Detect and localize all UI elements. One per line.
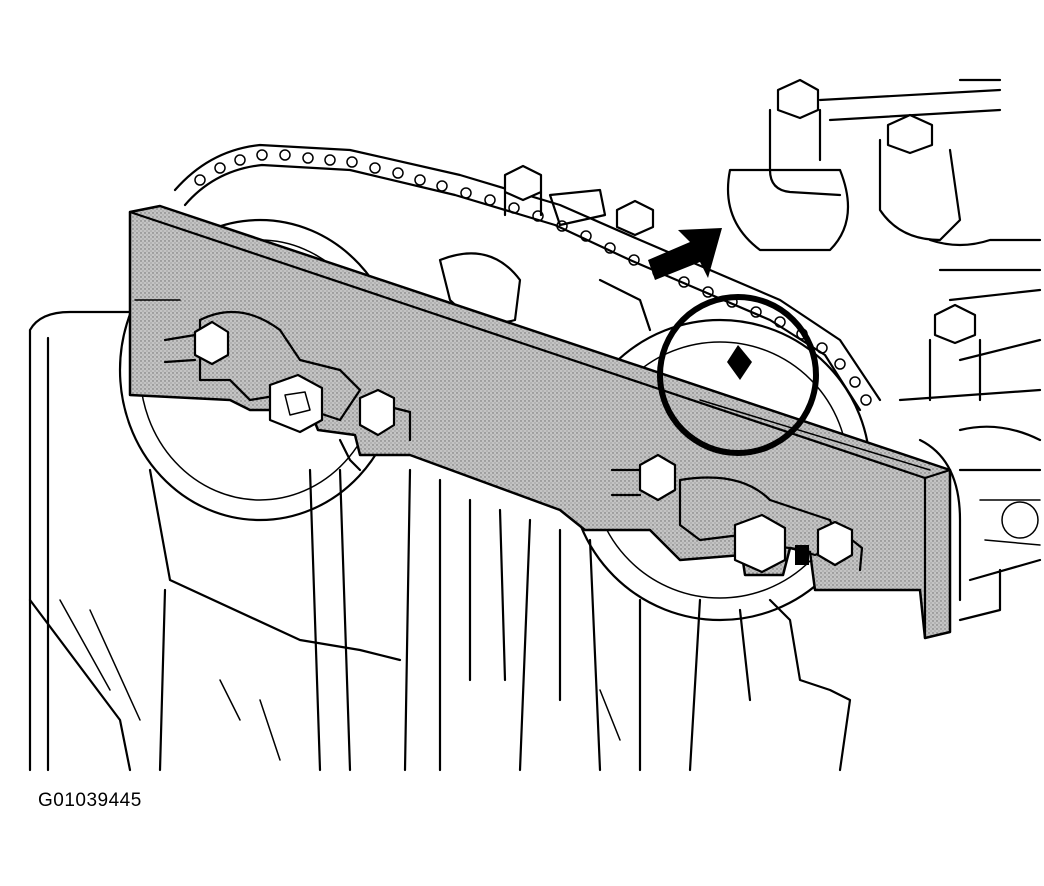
timing-mark-diamond-icon xyxy=(727,345,752,380)
cylinder-head-block xyxy=(28,310,1042,772)
camshaft-bearing-caps xyxy=(726,78,1042,602)
arrow-down-left-icon xyxy=(648,228,722,280)
camshaft-timing-tool-illustration xyxy=(28,78,1042,772)
left-tool-clamp xyxy=(163,310,412,472)
right-tool-clamp xyxy=(610,453,864,574)
figure-id: G01039445 xyxy=(38,790,142,811)
camshaft-timing-tool-bar xyxy=(128,204,952,640)
highlight-circle-icon xyxy=(657,294,819,456)
chain-guide-bolts xyxy=(438,164,655,332)
